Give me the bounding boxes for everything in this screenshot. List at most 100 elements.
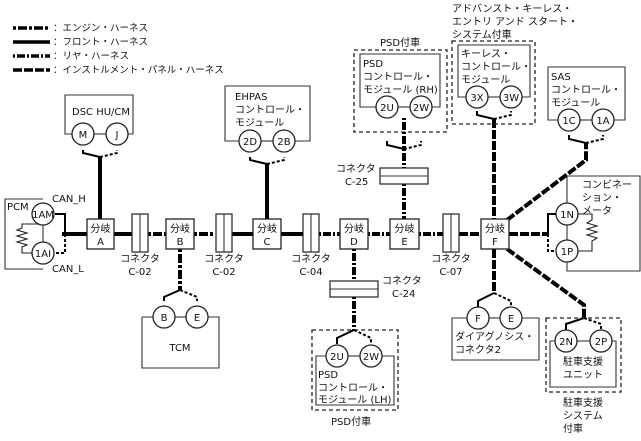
keyless-pin-3x-label: 3X xyxy=(470,93,483,104)
keyless-label-1: キーレス・ xyxy=(461,49,511,60)
park-pin-2n-label: 2N xyxy=(559,337,573,348)
module-pcm: PCM 1AM 1AI CAN_H CAN_L xyxy=(4,194,86,275)
dlc-pin-e xyxy=(499,306,523,330)
keyless-option-line-1: アドバンスト・キーレス・ xyxy=(452,3,572,15)
keyless-option-line-3: システム付車 xyxy=(452,28,512,41)
keyless-pin-3x xyxy=(465,85,489,109)
combi-pin-1p xyxy=(555,239,579,263)
module-combination-meter: コンビネー ション・ メータ 1N 1P xyxy=(555,175,641,272)
tcm-pin-b xyxy=(152,305,176,329)
connector-c24: コネクタ C-24 xyxy=(329,275,422,300)
wire-f-park xyxy=(505,247,586,318)
pcm-pin-1am xyxy=(31,202,55,226)
combi-pin-1n-label: 1N xyxy=(560,210,574,221)
psd-rh-pin-2w-label: 2W xyxy=(413,103,429,114)
psd-lh-pin-2w-label: 2W xyxy=(363,352,379,363)
psd-lh-pin-2u-label: 2U xyxy=(330,352,344,363)
module-diagnosis-connector: F E ダイアグノシス・ コネクタ2 xyxy=(451,306,540,361)
dlc-pin-e-label: E xyxy=(508,314,514,325)
ehpas-pin-2b-label: 2B xyxy=(277,137,290,148)
dlc-label-2: コネクタ2 xyxy=(455,344,501,356)
pcm-pin-1ai xyxy=(31,241,55,265)
sas-pin-1a xyxy=(591,108,615,132)
keyless-option-box xyxy=(451,40,536,125)
can-l-label: CAN_L xyxy=(52,264,84,275)
ehpas-label-1: EHPAS xyxy=(235,92,267,103)
park-label-1: 駐車支援 xyxy=(563,355,603,368)
branch-e-letter: E xyxy=(401,237,407,248)
branch-e: 分岐 E xyxy=(389,218,420,250)
psd-lh-option-label: PSD付車 xyxy=(331,415,371,428)
connector-c24-code: C-24 xyxy=(392,289,415,300)
keyless-label-3: モジュール xyxy=(461,75,510,86)
branch-b-label: 分岐 xyxy=(170,222,190,235)
branch-a: 分岐 A xyxy=(86,218,115,250)
combi-pin-1p-label: 1P xyxy=(561,247,573,258)
pin-forks xyxy=(55,111,604,344)
module-psd-rh: PSD付車 PSD コントロール・ モジュール (RH) 2U 2W xyxy=(353,36,448,149)
can-h-label: CAN_H xyxy=(52,194,86,205)
branch-f-label: 分岐 xyxy=(485,222,505,235)
sas-pin-1c-label: 1C xyxy=(562,116,575,127)
sas-label-1: SAS xyxy=(551,72,571,83)
branch-b: 分岐 B xyxy=(165,218,195,250)
keyless-pin-3w-label: 3W xyxy=(503,93,519,104)
psd-lh-label-2: コントロール・ xyxy=(318,383,388,394)
dsc-pin-m-label: M xyxy=(79,130,88,141)
legend-label-front: ：フロント・ハーネス xyxy=(53,37,148,48)
branch-d: 分岐 D xyxy=(339,218,369,250)
wire-f-sas xyxy=(505,143,588,222)
sas-pin-1a-label: 1A xyxy=(596,116,609,127)
park-pin-2p-label: 2P xyxy=(595,337,607,348)
branch-wires xyxy=(98,119,588,330)
branch-f-letter: F xyxy=(492,237,498,248)
legend-label-instrument: ：インストルメント・パネル・ハーネス xyxy=(53,65,224,76)
connector-c02-2-label: コネクタ xyxy=(204,253,244,265)
pcm-pin-1am-label: 1AM xyxy=(32,210,54,221)
dsc-pin-m xyxy=(71,122,95,146)
sas-label-3: モジュール xyxy=(551,98,600,109)
module-sas: SAS コントロール・ モジュール 1C 1A xyxy=(547,66,626,132)
combi-label-1: コンビネー xyxy=(582,179,632,191)
branch-f: 分岐 F xyxy=(480,218,510,250)
legend: ：エンジン・ハーネス ：フロント・ハーネス ：リヤ・ハーネス ：インストルメント… xyxy=(13,23,224,76)
dsc-pin-j xyxy=(105,122,129,146)
connector-c04: コネクタ C-04 xyxy=(291,213,331,278)
tcm-pin-e-label: E xyxy=(194,313,200,324)
park-pin-2p xyxy=(589,329,613,353)
ehpas-pin-2b xyxy=(272,129,296,153)
psd-rh-pin-2u-label: 2U xyxy=(380,103,394,114)
ehpas-pin-2d xyxy=(238,129,262,153)
branch-c: 分岐 C xyxy=(252,218,282,250)
branch-d-label: 分岐 xyxy=(344,222,364,235)
park-option-box xyxy=(545,317,622,393)
module-ehpas: EHPAS コントロール・ モジュール 2D 2B xyxy=(224,85,311,153)
park-option-line-1: 駐車支援 xyxy=(563,396,603,409)
connector-c02-2-code: C-02 xyxy=(212,267,235,278)
connector-c25: コネクタ C-25 xyxy=(336,163,429,188)
connector-c02-2: コネクタ C-02 xyxy=(204,213,244,278)
connector-c07-label: コネクタ xyxy=(431,253,471,265)
dlc-pin-f xyxy=(466,306,490,330)
legend-label-rear: ：リヤ・ハーネス xyxy=(53,51,129,62)
park-option-line-2: システム xyxy=(563,410,603,422)
branch-a-letter: A xyxy=(97,237,104,248)
pcm-pin-1ai-label: 1AI xyxy=(35,249,51,260)
dlc-pin-f-label: F xyxy=(475,314,481,325)
tcm-pin-e xyxy=(185,305,209,329)
ehpas-pin-2d-label: 2D xyxy=(243,137,257,148)
tcm-label: TCM xyxy=(168,343,190,354)
branch-e-label: 分岐 xyxy=(395,222,415,235)
module-psd-lh: 2U 2W PSD コントロール・ モジュール (LH) PSD付車 xyxy=(311,329,399,428)
combi-label-2: ション・ xyxy=(582,193,622,204)
module-tcm: B E TCM xyxy=(141,305,220,369)
ehpas-label-3: モジュール xyxy=(235,118,284,129)
branch-a-label: 分岐 xyxy=(91,222,111,235)
module-parking-assist: 2N 2P 駐車支援 ユニット 駐車支援 システム 付車 xyxy=(545,317,622,435)
combi-pin-1n xyxy=(555,202,579,226)
pcm-label: PCM xyxy=(7,202,29,213)
park-pin-2n xyxy=(554,329,578,353)
psd-rh-option-label: PSD付車 xyxy=(380,36,420,49)
connector-c07: コネクタ C-07 xyxy=(431,213,471,278)
